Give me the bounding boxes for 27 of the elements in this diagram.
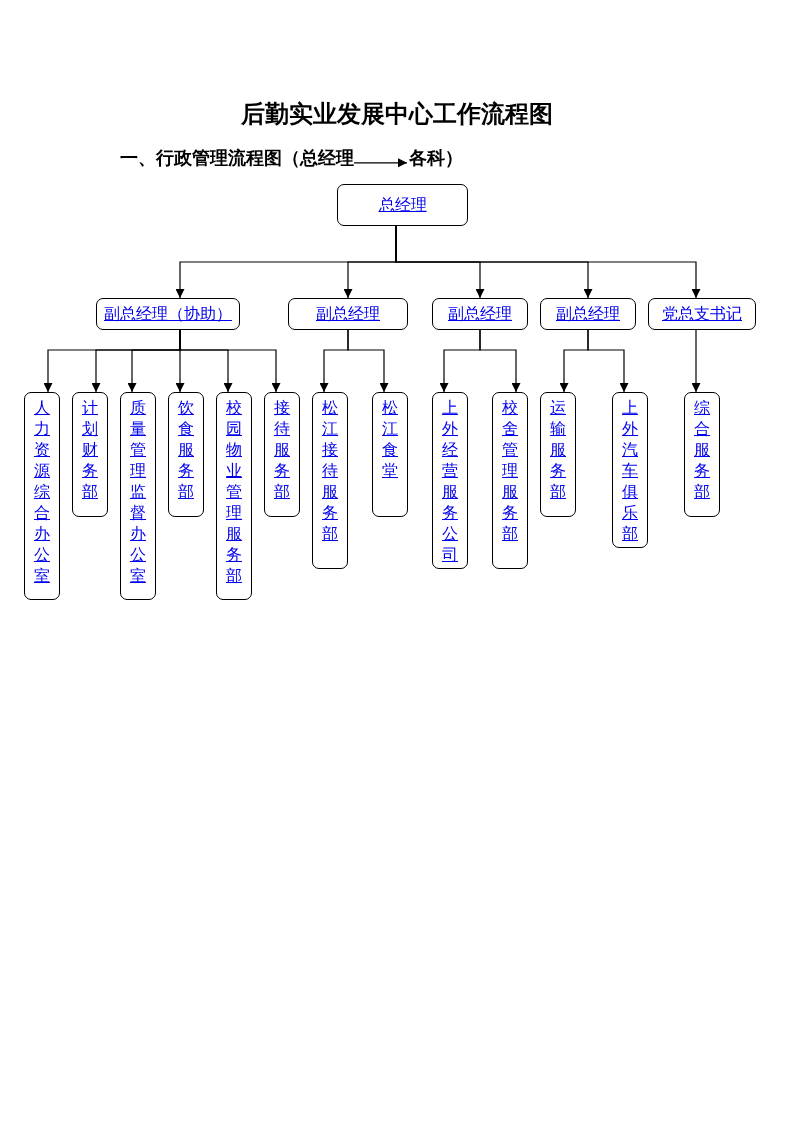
- title: 后勤实业发展中心工作流程图: [240, 99, 554, 130]
- department-box: 饮食服务部: [168, 392, 204, 517]
- manager-box: 总经理: [337, 184, 468, 226]
- manager-box: 党总支书记: [648, 298, 756, 330]
- arrow: [353, 158, 408, 168]
- manager-box: 副总经理: [288, 298, 408, 330]
- department-box: 综合服务部: [684, 392, 720, 517]
- arrow: [587, 329, 629, 393]
- manager-box: 副总经理: [540, 298, 636, 330]
- department-box: 校园物业管理服务部: [216, 392, 252, 600]
- department-box: 校舍管理服务部: [492, 392, 528, 569]
- department-box: 松江食堂: [372, 392, 408, 517]
- department-box: 上外汽车俱乐部: [612, 392, 648, 548]
- manager-box: 副总经理（协助）: [96, 298, 240, 330]
- department-box: 上外经营服务公司: [432, 392, 468, 569]
- subtitle-text: 各科）: [409, 146, 463, 170]
- department-box: 人力资源综合办公室: [24, 392, 60, 600]
- department-box: 接待服务部: [264, 392, 300, 517]
- department-box: 计划财务部: [72, 392, 108, 517]
- department-box: 运输服务部: [540, 392, 576, 517]
- arrow: [347, 329, 389, 393]
- subtitle-text: 一、行政管理流程图（总经理: [120, 146, 354, 170]
- department-box: 松江接待服务部: [312, 392, 348, 569]
- arrow: [691, 329, 701, 393]
- manager-box: 副总经理: [432, 298, 528, 330]
- department-box: 质量管理监督办公室: [120, 392, 156, 600]
- arrow: [479, 329, 521, 393]
